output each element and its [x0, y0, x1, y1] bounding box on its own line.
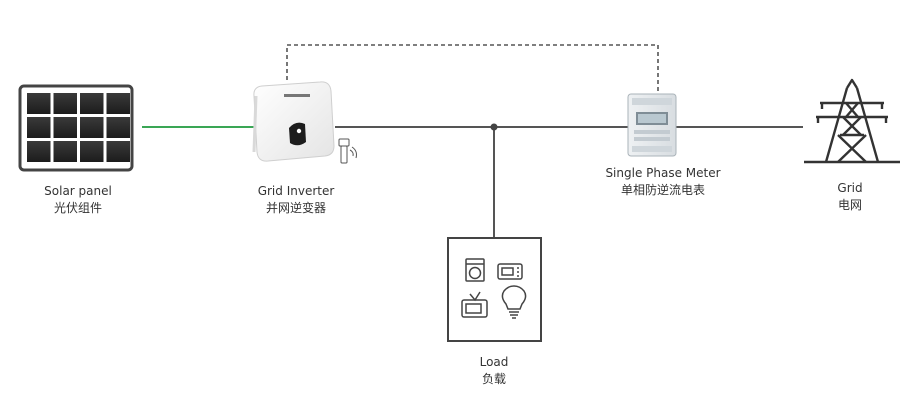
solar-cell: [106, 117, 130, 138]
communication-link: [286, 44, 659, 94]
solar-cell: [80, 141, 104, 162]
junction-dot: [490, 123, 498, 131]
solar-cell: [80, 117, 104, 138]
meter-label: Single Phase Meter 单相防逆流电表: [588, 165, 738, 199]
solar-panel-label: Solar panel 光伏组件: [28, 183, 128, 217]
solar-panel-icon: [18, 84, 134, 172]
microwave-icon: [497, 263, 523, 280]
solar-cell: [53, 93, 77, 114]
light-bulb-icon: [501, 285, 527, 319]
inverter-label-en: Grid Inverter: [257, 184, 335, 198]
solar-panel-label-en: Solar panel: [44, 184, 112, 198]
solar-cell: [53, 117, 77, 138]
solar-cell: [27, 93, 51, 114]
wifi-dongle-icon: [338, 138, 357, 164]
power-tower-icon: [804, 78, 900, 164]
solar-cell: [27, 141, 51, 162]
solar-cell: [106, 93, 130, 114]
grid-label: Grid 电网: [818, 180, 882, 214]
solar-cell: [106, 141, 130, 162]
solar-cell: [80, 93, 104, 114]
tv-icon: [461, 291, 488, 318]
grid-label-en: Grid: [837, 181, 863, 195]
meter-icon: [627, 93, 677, 157]
inverter-icon: [252, 81, 335, 162]
inverter-label: Grid Inverter 并网逆变器: [246, 183, 346, 217]
solar-panel-label-cn: 光伏组件: [53, 201, 102, 215]
solar-cell: [27, 117, 51, 138]
washing-machine-icon: [465, 258, 485, 282]
load-box: [447, 237, 542, 342]
inverter-label-cn: 并网逆变器: [265, 201, 326, 215]
load-label-cn: 负载: [481, 372, 506, 386]
meter-label-cn: 单相防逆流电表: [620, 183, 705, 197]
meter-label-en: Single Phase Meter: [605, 166, 721, 180]
load-label: Load 负载: [454, 354, 534, 388]
load-label-en: Load: [479, 355, 509, 369]
grid-label-cn: 电网: [837, 198, 862, 212]
solar-cell: [53, 141, 77, 162]
